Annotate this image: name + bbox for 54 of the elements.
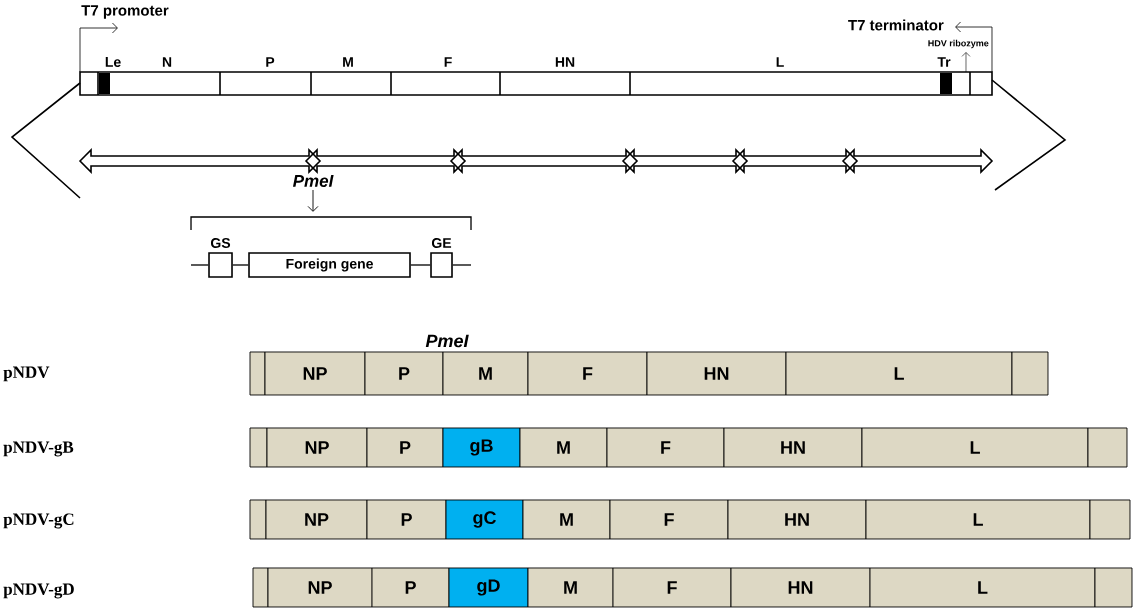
promoter-label: T7 promoter: [81, 5, 169, 19]
node-label: F: [667, 581, 677, 594]
gene-segment: HN: [727, 499, 867, 540]
node-label: NP: [308, 581, 332, 594]
foreign-gene-box: Foreign gene: [248, 252, 411, 278]
terminator-label: T7 terminator: [848, 19, 944, 31]
end-segment: [1087, 427, 1128, 468]
construct-label: pNDV-gB: [3, 441, 74, 457]
node-label: L: [978, 581, 988, 594]
gene-segment: gB: [442, 427, 521, 468]
end-segment: [249, 499, 267, 540]
gene-segment: HN: [646, 351, 787, 396]
gene-segment: F: [609, 499, 729, 540]
construct-label: pNDV-gD: [3, 583, 74, 599]
node-label: M: [564, 581, 577, 594]
connector-line: [232, 264, 249, 266]
segment-label: HN: [555, 57, 575, 67]
node-label: HN: [788, 581, 813, 594]
gene-segment: M: [519, 427, 608, 468]
segment-label: M: [343, 57, 353, 67]
gene-segment: M: [442, 351, 529, 396]
gene-segment: P: [366, 499, 447, 540]
segment-label: N: [162, 57, 172, 67]
gene-segment: P: [364, 351, 444, 396]
segment-label: Le: [105, 57, 121, 67]
gene-segment: F: [606, 427, 725, 468]
gene-segment: P: [366, 427, 444, 468]
end-segment: [1094, 567, 1133, 608]
segment-label: GE: [431, 238, 452, 248]
gene-segment: M: [522, 499, 611, 540]
site-label: PmeI: [425, 334, 469, 348]
connector-line: [410, 264, 431, 266]
gene-segment: P: [371, 567, 450, 608]
end-segment: [1011, 351, 1049, 396]
gene-segment: HN: [723, 427, 863, 468]
end-segment: [252, 567, 269, 608]
gene-segment: F: [612, 567, 732, 608]
gene-segment: gC: [445, 499, 524, 540]
segment-label: P: [266, 57, 275, 67]
connector-line: [452, 264, 472, 266]
end-segment: [1089, 499, 1131, 540]
gene-segment: gD: [448, 567, 529, 608]
ribozyme-label: HDV ribozyme: [928, 39, 989, 49]
segment-label: F: [444, 57, 452, 67]
segment-label: Tr: [937, 57, 951, 67]
gene-segment: HN: [730, 567, 871, 608]
connector-line: [190, 264, 209, 266]
gene-segment: M: [527, 567, 614, 608]
construct-label: pNDV-gC: [3, 513, 74, 529]
construct-label: pNDV: [3, 366, 50, 382]
site-label: PmeI: [293, 175, 334, 187]
segment-label: GS: [211, 238, 231, 248]
segment-label: L: [776, 57, 784, 67]
gene-segment: F: [527, 351, 648, 396]
